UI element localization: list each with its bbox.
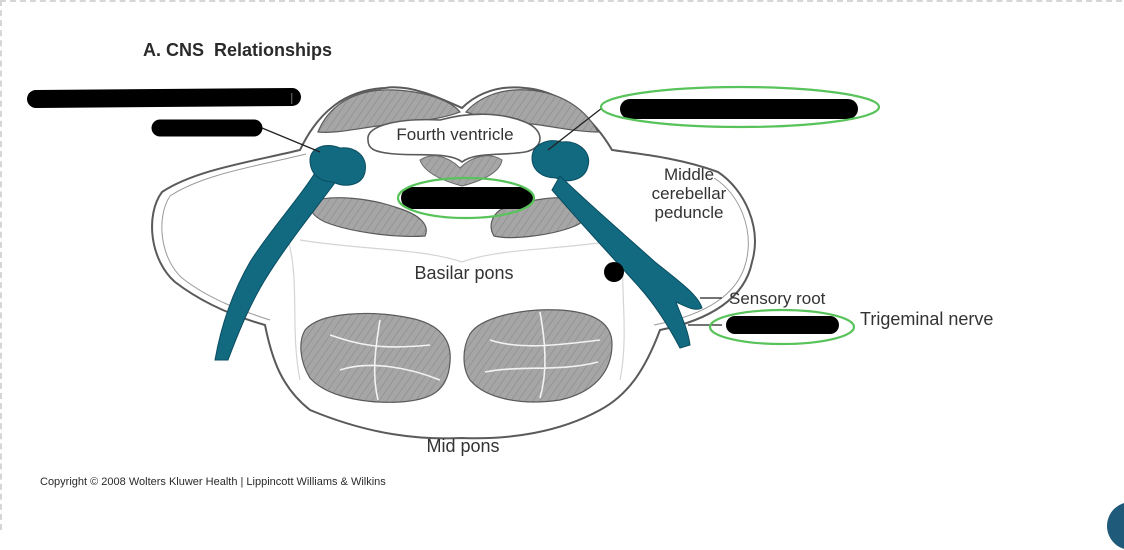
leader-line-top-right: [547, 107, 603, 151]
fourth-ventricle-shape: [367, 113, 541, 164]
lemniscus-left: [309, 197, 427, 237]
copyright-notice: Copyright © 2008 Wolters Kluwer Health |…: [40, 476, 386, 488]
highlight-ring-top-right: [599, 85, 881, 129]
leader-line-top-left: [261, 127, 321, 153]
label-middle-cerebellar-peduncle-1: Middle: [664, 165, 714, 184]
redaction-top-left-1: [27, 88, 301, 108]
pons-cross-section-diagram: Fourth ventricle Middle cerebellar pedun…: [27, 85, 993, 456]
redaction-peek-text: l: [290, 91, 293, 108]
trigeminal-nucleus-left: [309, 145, 366, 186]
highlight-ring-motor-root: [708, 308, 856, 346]
label-mid-pons: Mid pons: [426, 436, 499, 456]
trigeminal-nucleus-right: [531, 140, 590, 182]
label-basilar-pons: Basilar pons: [414, 263, 513, 283]
diagram-title: A. CNS Relationships: [143, 40, 333, 60]
basilar-fibers-right: [463, 309, 613, 403]
label-sensory-root: Sensory root: [729, 289, 826, 308]
trigeminal-nerve-left: [214, 167, 341, 361]
pons-inner-outline: [161, 153, 749, 326]
label-middle-cerebellar-peduncle-2: cerebellar: [652, 184, 727, 203]
trigeminal-nerve-right: [551, 175, 703, 349]
cerebellar-cap-left: [317, 89, 461, 133]
fiber-lines: [329, 311, 601, 401]
highlight-ring-center: [396, 176, 536, 220]
label-trigeminal-nerve: Trigeminal nerve: [860, 309, 993, 329]
label-fourth-ventricle: Fourth ventricle: [396, 125, 513, 144]
marker-dot: [604, 262, 624, 282]
label-middle-cerebellar-peduncle-3: peduncle: [654, 203, 723, 222]
